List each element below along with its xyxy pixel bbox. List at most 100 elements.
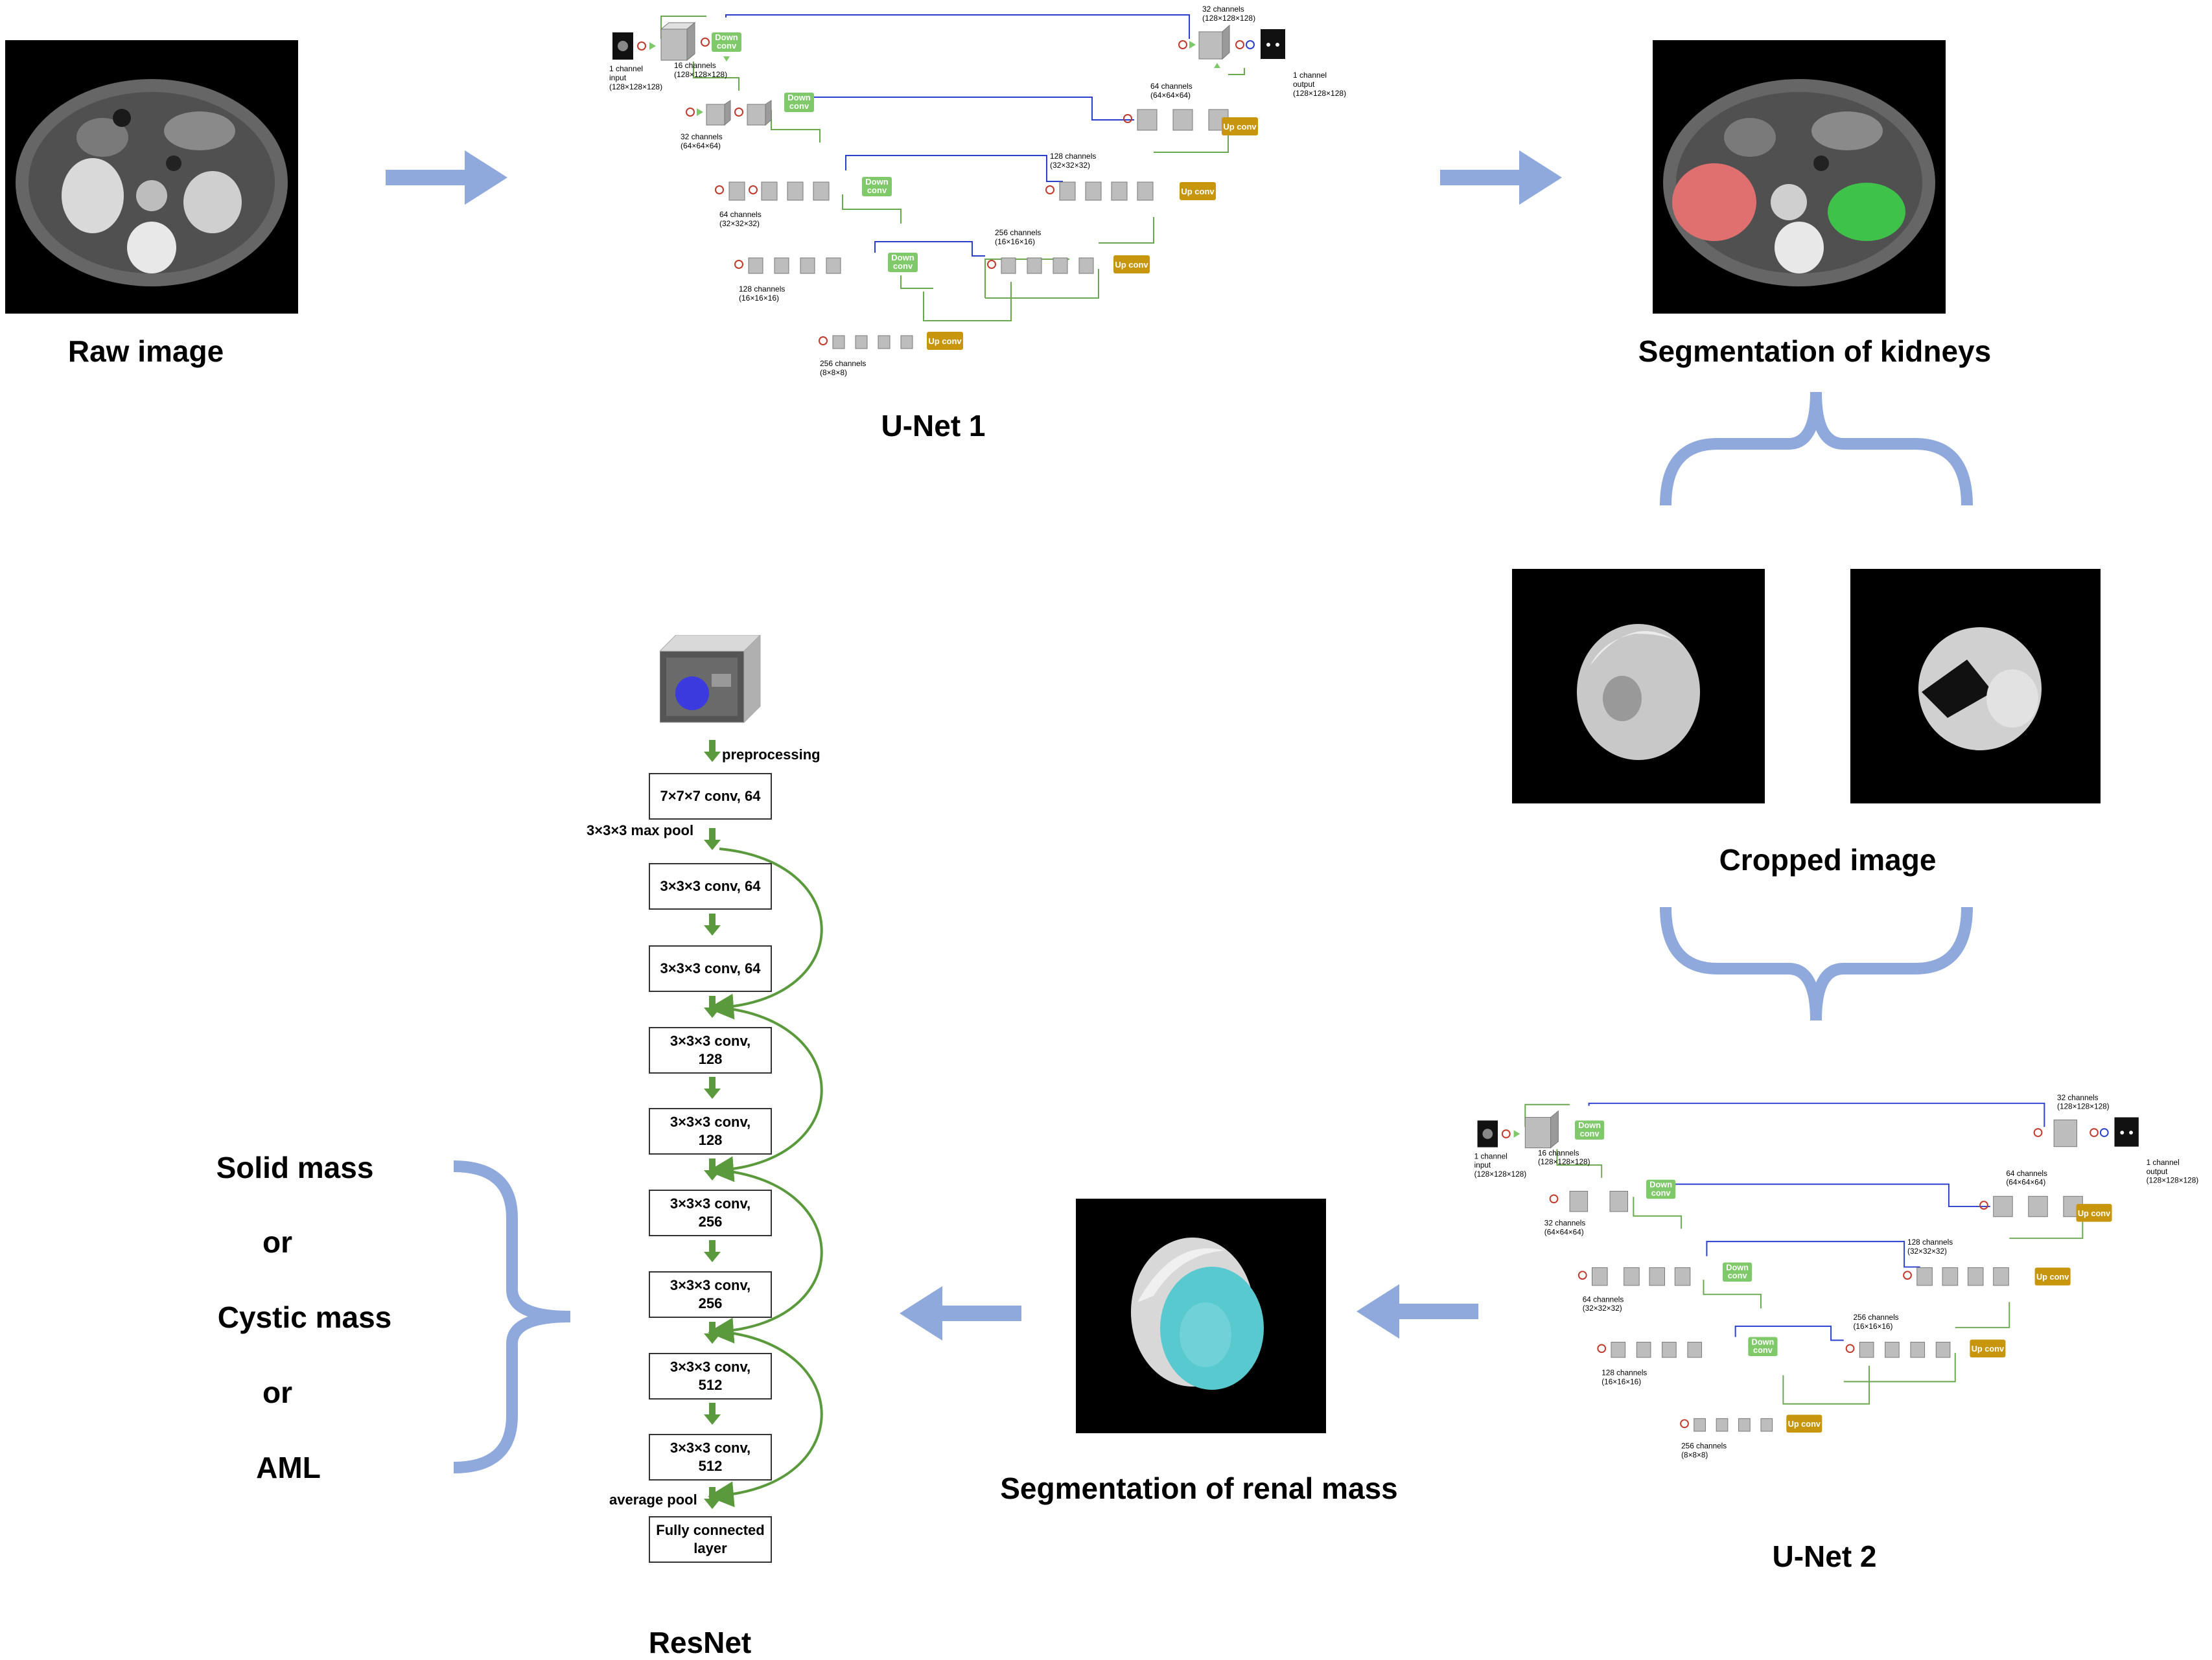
arrow-left-icon (900, 1286, 1021, 1341)
svg-text:(8×8×8): (8×8×8) (820, 368, 847, 377)
arrow-right-icon (1440, 150, 1562, 205)
svg-text:Up conv: Up conv (1115, 260, 1148, 270)
outcome-aml: AML (256, 1451, 321, 1484)
svg-text:conv: conv (1580, 1129, 1600, 1138)
svg-text:conv: conv (1651, 1188, 1671, 1197)
svg-text:conv: conv (717, 41, 737, 51)
svg-text:1 channel: 1 channel (1474, 1152, 1508, 1160)
svg-text:32 channels: 32 channels (1544, 1219, 1586, 1228)
svg-text:(128×128×128): (128×128×128) (609, 82, 662, 91)
raw-image-label: Raw image (67, 334, 224, 368)
svg-text:Up conv: Up conv (1181, 187, 1215, 196)
svg-text:output: output (1293, 80, 1315, 89)
svg-text:128 channels: 128 channels (1601, 1369, 1647, 1378)
average-pool-label: average pool (609, 1492, 697, 1508)
svg-text:(16×16×16): (16×16×16) (1601, 1378, 1641, 1386)
svg-text:(32×32×32): (32×32×32) (1907, 1247, 1947, 1256)
svg-text:128 channels: 128 channels (739, 284, 785, 294)
svg-text:32 channels: 32 channels (681, 132, 723, 141)
svg-text:(128×128×128): (128×128×128) (674, 70, 727, 79)
seg-kidneys-label: Segmentation of kidneys (1638, 334, 1992, 368)
resnet-layer-box: 3×3×3 conv, 128 (649, 1108, 772, 1155)
cropped-left-kidney (1512, 569, 1765, 803)
resnet-layer-box: 7×7×7 conv, 64 (649, 773, 772, 820)
arrow-left-icon (1356, 1284, 1478, 1339)
svg-text:(128×128×128): (128×128×128) (2147, 1177, 2199, 1185)
svg-text:(16×16×16): (16×16×16) (739, 294, 779, 303)
unet2-label: U-Net 2 (1772, 1539, 1877, 1573)
resnet-layer-box: 3×3×3 conv, 128 (649, 1027, 772, 1074)
svg-text:64 channels: 64 channels (719, 210, 762, 219)
svg-text:(64×64×64): (64×64×64) (681, 141, 721, 150)
unet1-diagram: Down conv Down conv Down conv (609, 5, 1346, 377)
svg-text:conv: conv (1753, 1345, 1773, 1355)
svg-text:256 channels: 256 channels (1681, 1442, 1727, 1451)
svg-text:(32×32×32): (32×32×32) (719, 219, 760, 228)
svg-text:128 channels: 128 channels (1907, 1238, 1953, 1247)
svg-text:16 channels: 16 channels (674, 61, 716, 70)
svg-text:(64×64×64): (64×64×64) (2006, 1179, 2045, 1187)
svg-text:(16×16×16): (16×16×16) (1853, 1322, 1892, 1331)
svg-text:64 channels: 64 channels (1583, 1295, 1624, 1304)
svg-text:Up conv: Up conv (2078, 1208, 2111, 1218)
svg-text:1 channel: 1 channel (1293, 71, 1327, 80)
kidney-segmentation-image (1653, 40, 1946, 314)
resnet-layer-box: 3×3×3 conv, 64 (649, 863, 772, 910)
cropped-right-kidney (1850, 569, 2101, 803)
svg-text:256 channels: 256 channels (1853, 1313, 1898, 1322)
unet2-diagram: Down conv Down conv Down conv (1474, 1094, 2199, 1459)
unet-diagram-icon: Down conv Down conv Down conv (612, 14, 1285, 350)
svg-text:Down: Down (1752, 1337, 1775, 1346)
fully-connected-layer-box: Fully connected layer (649, 1516, 772, 1563)
svg-text:conv: conv (867, 185, 887, 195)
svg-text:conv: conv (1728, 1271, 1748, 1280)
svg-text:conv: conv (893, 261, 913, 271)
resnet-layer-box: 3×3×3 conv, 64 (649, 945, 772, 992)
outcome-or-1: or (262, 1225, 292, 1259)
raw-ct-image (5, 40, 298, 314)
svg-text:Down: Down (1578, 1120, 1601, 1130)
ct-scan-icon (1663, 79, 1935, 286)
svg-text:conv: conv (789, 101, 809, 111)
svg-text:32 channels: 32 channels (1202, 5, 1244, 14)
svg-text:Up conv: Up conv (2036, 1272, 2069, 1282)
resnet-input-cube (660, 635, 761, 724)
svg-text:(128×128×128): (128×128×128) (1293, 89, 1346, 98)
svg-text:Down: Down (865, 177, 888, 187)
svg-text:64 channels: 64 channels (1150, 82, 1193, 91)
svg-text:(128×128×128): (128×128×128) (1474, 1170, 1527, 1179)
svg-text:1 channel: 1 channel (609, 64, 643, 73)
outcome-cystic-mass: Cystic mass (217, 1300, 392, 1334)
svg-text:Up conv: Up conv (1788, 1419, 1821, 1429)
preprocessing-label: preprocessing (722, 746, 821, 763)
unet-diagram-icon: Down conv Down conv Down conv (1477, 1102, 2139, 1433)
resnet-layer-box: 3×3×3 conv, 256 (649, 1190, 772, 1236)
svg-text:(32×32×32): (32×32×32) (1583, 1304, 1622, 1313)
resnet-layer-box: 3×3×3 conv, 512 (649, 1353, 772, 1400)
svg-text:input: input (1474, 1161, 1491, 1170)
svg-text:(16×16×16): (16×16×16) (995, 237, 1035, 246)
svg-text:32 channels: 32 channels (2057, 1094, 2099, 1102)
svg-text:256 channels: 256 channels (995, 228, 1041, 237)
brace-icon (1660, 906, 1973, 1021)
max-pool-label: 3×3×3 max pool (587, 822, 694, 838)
svg-text:Down: Down (1726, 1262, 1749, 1272)
svg-text:(128×128×128): (128×128×128) (1202, 14, 1255, 23)
ct-scan-icon (16, 79, 288, 286)
svg-text:Up conv: Up conv (928, 336, 962, 346)
svg-text:(32×32×32): (32×32×32) (1050, 161, 1090, 170)
svg-text:(8×8×8): (8×8×8) (1681, 1451, 1708, 1459)
svg-text:256 channels: 256 channels (820, 359, 866, 368)
svg-text:(64×64×64): (64×64×64) (1150, 91, 1191, 100)
renal-mass-segmentation-image (1076, 1199, 1326, 1433)
svg-text:128 channels: 128 channels (1050, 152, 1096, 161)
svg-text:Down: Down (1649, 1180, 1672, 1190)
arrow-right-icon (386, 150, 507, 205)
brace-icon (453, 1160, 571, 1473)
svg-text:Up conv: Up conv (1223, 122, 1257, 132)
resnet-connectors (704, 740, 823, 1509)
svg-text:output: output (2147, 1168, 2168, 1176)
svg-text:64 channels: 64 channels (2006, 1170, 2047, 1178)
seg-renal-mass-label: Segmentation of renal mass (1000, 1471, 1398, 1505)
outcome-solid-mass: Solid mass (216, 1151, 374, 1184)
